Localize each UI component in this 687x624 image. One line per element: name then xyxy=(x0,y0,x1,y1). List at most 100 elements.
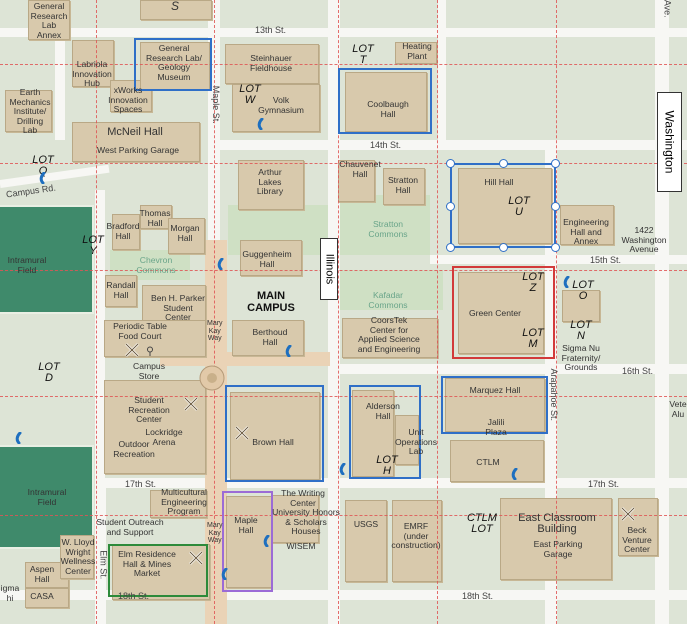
dining-icon[interactable] xyxy=(124,342,140,358)
grid-line-v3 xyxy=(338,0,339,624)
dining-icon[interactable] xyxy=(234,425,250,441)
beck-building[interactable] xyxy=(618,498,658,556)
green-center-building[interactable] xyxy=(458,272,544,354)
dining-icon[interactable] xyxy=(183,396,199,412)
label-kafadar-commons: Kafadar Commons xyxy=(368,290,408,310)
usgs-building[interactable] xyxy=(345,500,387,582)
road-15th xyxy=(430,255,687,264)
heating-plant-building[interactable] xyxy=(395,42,437,64)
label-intramural-north: Intramural Field xyxy=(7,255,47,275)
marquez-building[interactable] xyxy=(445,378,545,432)
resize-handle-s[interactable] xyxy=(499,243,508,252)
highlight-elm-residence[interactable] xyxy=(108,544,208,597)
intramural-field-north xyxy=(0,205,94,314)
accessible-parking-icon[interactable] xyxy=(216,258,226,270)
label-chauvenet: Chauvenet Hall xyxy=(339,159,381,179)
accessible-parking-icon[interactable] xyxy=(284,345,294,357)
street-17th-west: 17th St. xyxy=(125,479,157,489)
label-marquez: Marquez Hall xyxy=(469,385,521,395)
label-labriola: Labriola Innovation Hub xyxy=(72,59,112,88)
thomas-building[interactable] xyxy=(140,205,172,229)
hill-hall-building[interactable] xyxy=(458,168,552,244)
highlight-green-center[interactable] xyxy=(452,266,555,359)
engineering-hall-building[interactable] xyxy=(560,205,614,245)
accessible-parking-icon[interactable] xyxy=(510,468,520,480)
label-top-s: S xyxy=(170,0,179,13)
writing-center-building[interactable] xyxy=(272,495,319,543)
morgan-building[interactable] xyxy=(168,218,205,254)
chauvenet-building[interactable] xyxy=(338,160,375,202)
stratton-building[interactable] xyxy=(383,168,425,205)
lot-q: LOT Q xyxy=(32,154,54,177)
berthoud-building[interactable] xyxy=(232,320,304,356)
central-plaza xyxy=(205,240,227,624)
labriola-building[interactable] xyxy=(72,40,114,87)
student-rec-building[interactable] xyxy=(104,380,206,474)
volk-building[interactable] xyxy=(232,84,320,132)
road-elm xyxy=(95,480,106,624)
earth-mechanics-building[interactable] xyxy=(5,90,52,132)
accessible-parking-icon[interactable] xyxy=(38,172,48,184)
label-aspen: Aspen Hall xyxy=(29,564,55,584)
grid-line-v5 xyxy=(556,0,557,624)
mcneil-hall-building[interactable] xyxy=(72,122,200,162)
label-berthoud: Berthoud Hall xyxy=(252,327,288,347)
casa-building[interactable] xyxy=(25,588,69,608)
unit-ops-building[interactable] xyxy=(395,415,419,465)
resize-handle-sw[interactable] xyxy=(446,243,455,252)
periodic-table-building[interactable] xyxy=(104,320,206,357)
street-maple: Maple St. xyxy=(210,85,221,124)
washington-callout-text: Washington xyxy=(662,110,677,174)
highlight-alderson[interactable] xyxy=(349,385,421,479)
top-s-building[interactable] xyxy=(140,0,212,20)
sigma-nu-building[interactable] xyxy=(562,290,600,322)
washington-callout[interactable]: Washington xyxy=(657,92,682,192)
highlight-geology-museum[interactable] xyxy=(134,38,212,91)
highlight-maple-hall[interactable] xyxy=(222,491,273,592)
accessible-parking-icon[interactable] xyxy=(262,535,272,547)
label-honors: University Honors & Scholars Houses xyxy=(272,507,340,536)
label-ben-parker: Ben H. Parker Student Center xyxy=(151,293,205,322)
resize-handle-w[interactable] xyxy=(446,202,455,211)
lot-w: LOT W xyxy=(239,83,261,106)
highlight-hill-hall[interactable] xyxy=(450,163,556,248)
label-multicultural: Multicultural Engineering Program xyxy=(161,487,207,516)
highlight-brown-hall[interactable] xyxy=(225,385,324,482)
highlight-marquez[interactable] xyxy=(441,376,548,434)
ctlm-lot: CTLM LOT xyxy=(467,512,497,535)
illinois-callout[interactable]: Illinois xyxy=(320,238,338,300)
resize-handle-ne[interactable] xyxy=(551,159,560,168)
accessible-parking-icon[interactable] xyxy=(338,463,348,475)
resize-handle-e[interactable] xyxy=(551,202,560,211)
dining-icon[interactable] xyxy=(620,506,636,522)
grid-line-v4 xyxy=(437,0,438,624)
resize-handle-n[interactable] xyxy=(499,159,508,168)
resize-handle-nw[interactable] xyxy=(446,159,455,168)
elm-residence-building[interactable] xyxy=(112,544,210,600)
lot-n: LOT N xyxy=(570,319,592,342)
wellness-building[interactable] xyxy=(60,535,94,579)
highlight-coolbaugh[interactable] xyxy=(338,68,432,134)
intramural-field-south xyxy=(0,445,94,549)
general-research-annex-building[interactable] xyxy=(28,0,70,40)
stratton-commons-area xyxy=(340,195,430,255)
arthur-lakes-building[interactable] xyxy=(238,160,304,210)
resize-handle-se[interactable] xyxy=(551,243,560,252)
accessible-parking-icon[interactable] xyxy=(256,118,266,130)
lot-h: LOT H xyxy=(376,454,398,477)
alderson-building[interactable] xyxy=(352,390,394,477)
randall-building[interactable] xyxy=(105,275,137,307)
dining-icon[interactable] xyxy=(188,550,204,566)
label-thomas: Thomas Hall xyxy=(139,208,171,228)
emrf-building[interactable] xyxy=(392,500,442,582)
accessible-parking-icon[interactable] xyxy=(562,276,572,288)
bradford-building[interactable] xyxy=(112,214,140,250)
accessible-parking-icon[interactable] xyxy=(220,568,230,580)
location-pin-icon[interactable] xyxy=(146,346,154,356)
multicultural-building[interactable] xyxy=(150,490,207,518)
label-wisem: WISEM xyxy=(286,541,316,551)
coolbaugh-building[interactable] xyxy=(345,72,427,132)
accessible-parking-icon[interactable] xyxy=(14,432,24,444)
ctlm-building[interactable] xyxy=(450,440,544,482)
